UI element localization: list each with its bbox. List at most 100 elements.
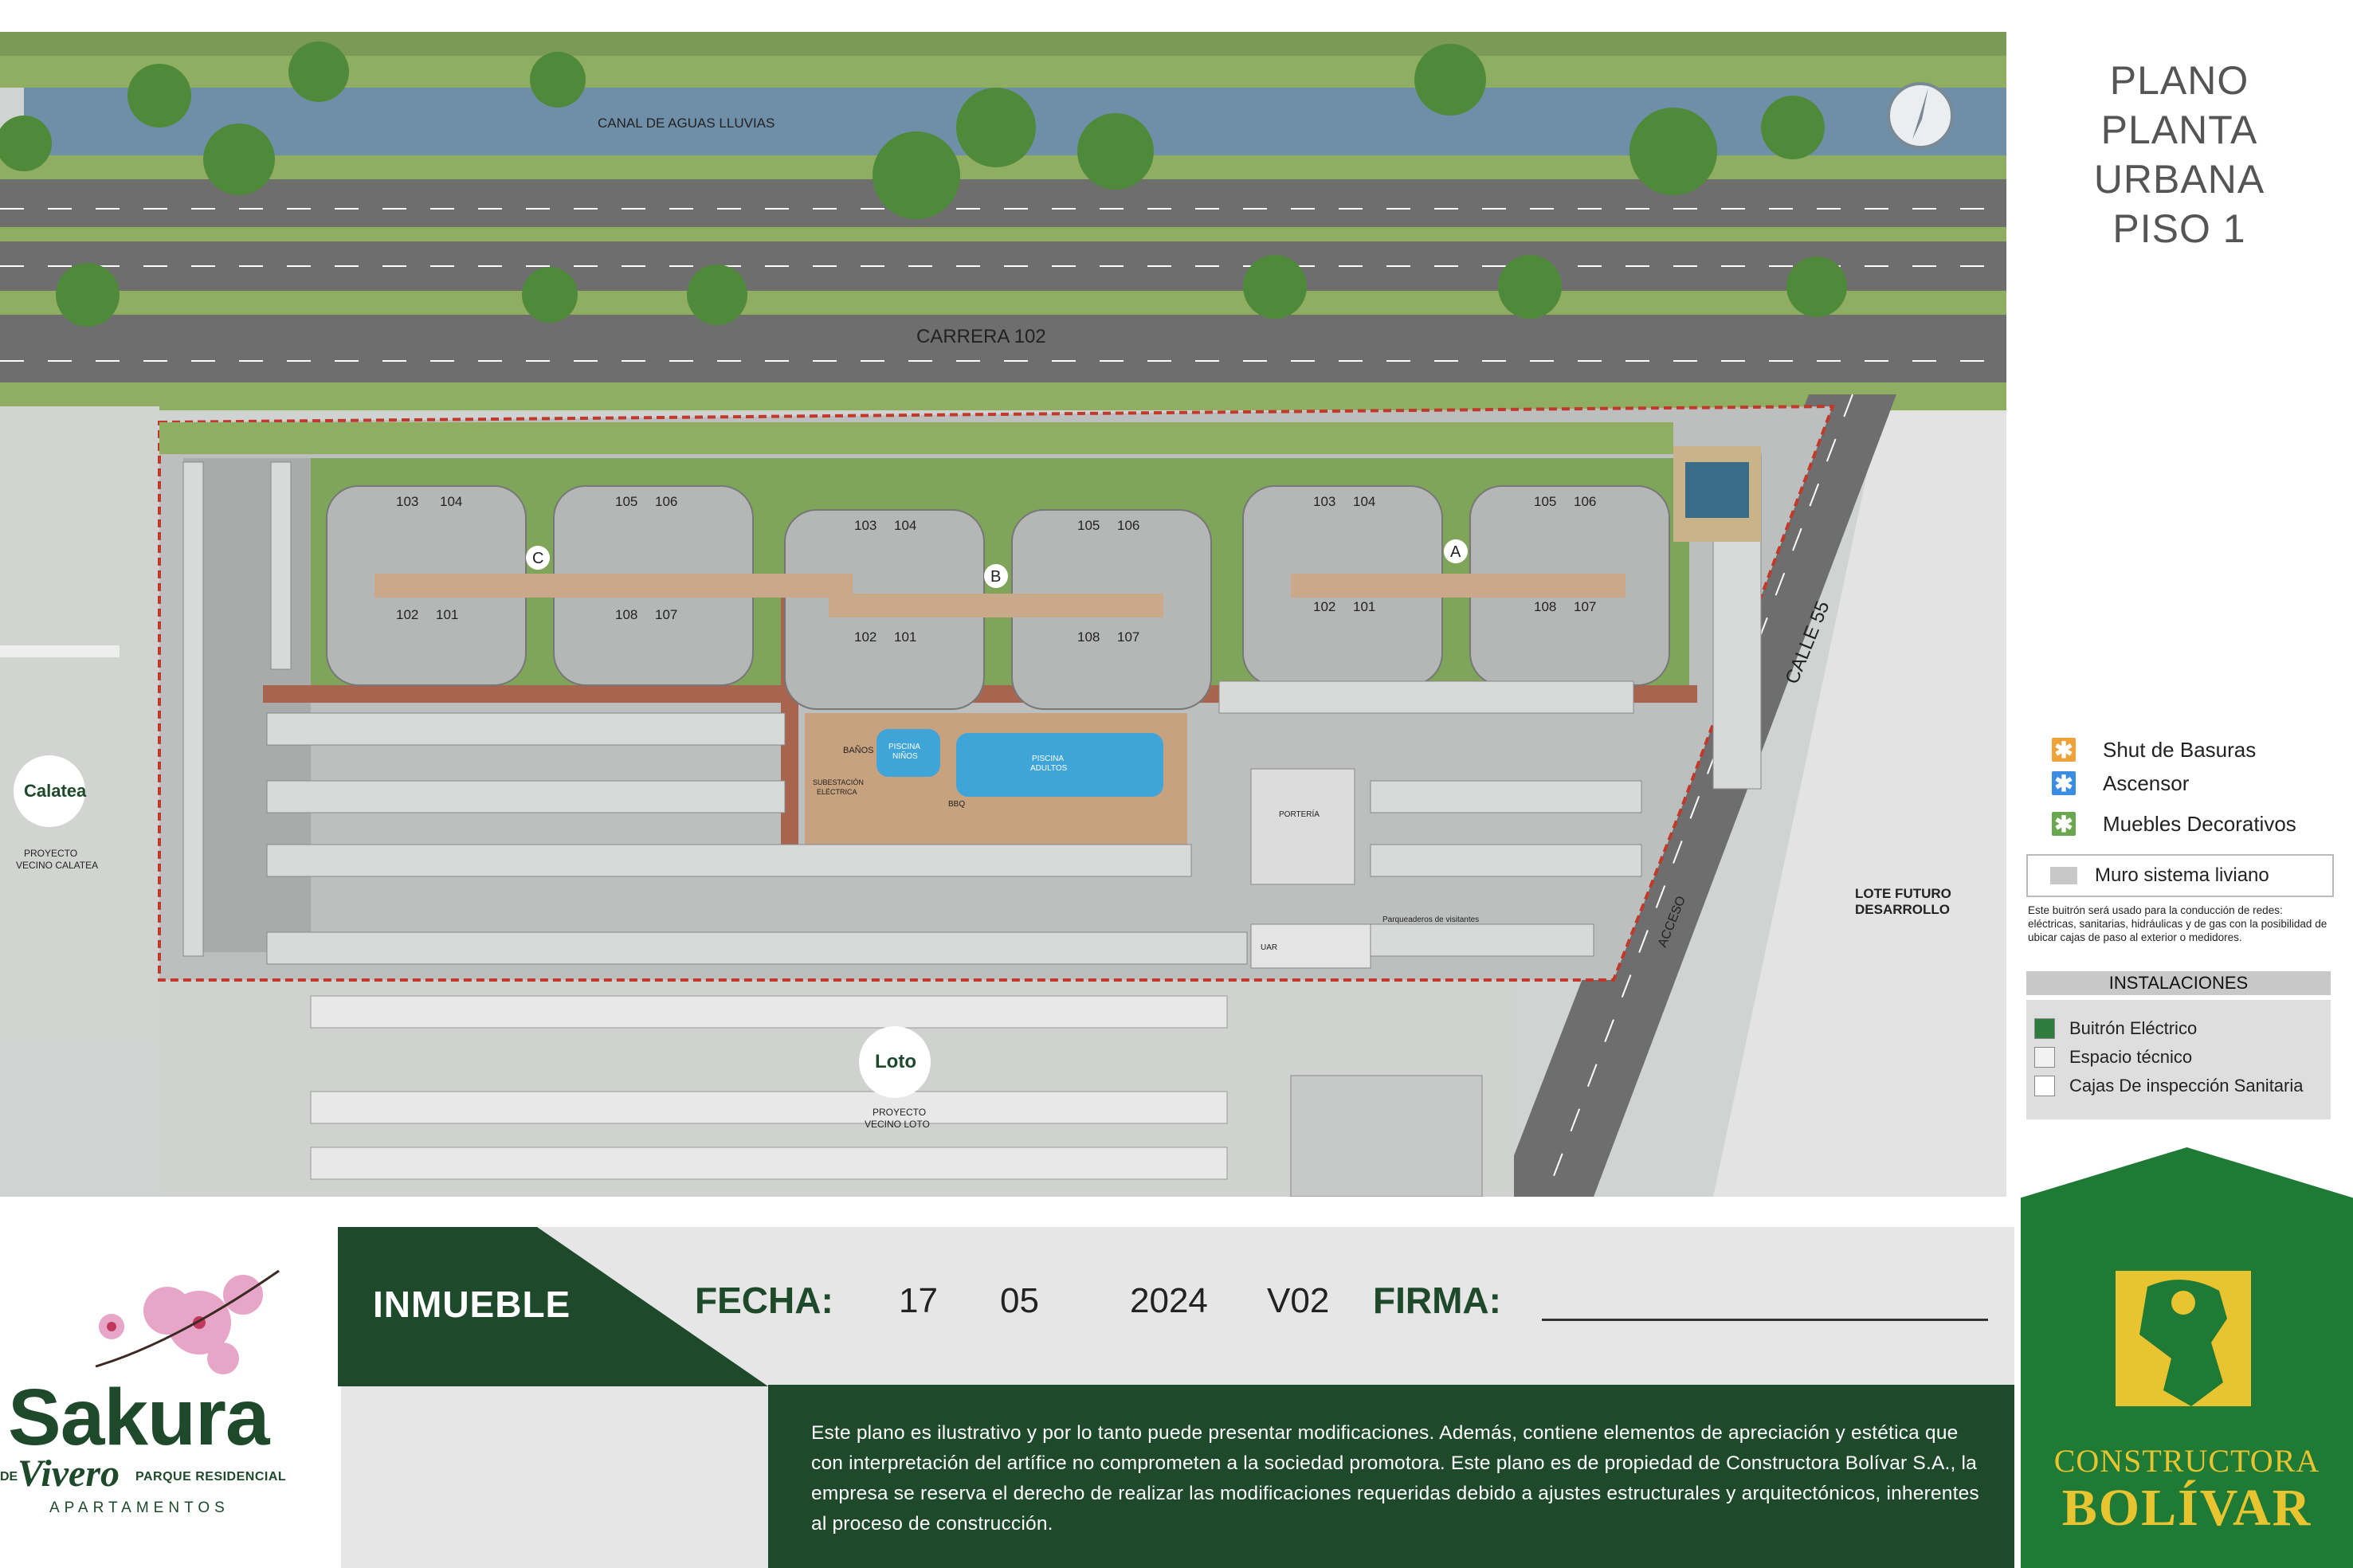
asterisk-icon: ✱: [2052, 738, 2076, 762]
svg-text:108: 108: [1077, 629, 1100, 645]
wall-swatch: [2050, 867, 2077, 884]
version: V02: [1267, 1281, 1330, 1320]
lote-label-2: DESARROLLO: [1855, 902, 1950, 917]
fecha-year[interactable]: 2024: [1130, 1281, 1208, 1320]
plan-title-line2: PLANTA URBANA: [2093, 108, 2265, 202]
pool: [956, 733, 1163, 797]
svg-text:102: 102: [1313, 599, 1335, 614]
cajas-swatch: [2034, 1076, 2055, 1096]
svg-text:Loto: Loto: [875, 1051, 916, 1072]
bolivar-name-line1: CONSTRUCTORA: [2053, 1443, 2320, 1479]
legend-item-ascensor: ✱ Ascensor: [2052, 767, 2189, 799]
svg-text:105: 105: [615, 494, 637, 509]
calle-55-road: [1498, 394, 1896, 1197]
sakura-apartamentos: APARTAMENTOS: [49, 1499, 229, 1516]
svg-text:108: 108: [615, 607, 637, 622]
svg-text:PORTERÍA: PORTERÍA: [1279, 809, 1320, 819]
svg-text:102: 102: [854, 629, 876, 645]
loto-logo: [859, 1026, 931, 1098]
fecha-month[interactable]: 05: [1000, 1281, 1039, 1320]
loto-caption-1: PROYECTO: [873, 1107, 926, 1118]
inmueble-label: INMUEBLE: [373, 1284, 571, 1325]
svg-text:106: 106: [1574, 494, 1596, 509]
svg-text:107: 107: [1574, 599, 1596, 614]
sakura-flowers-icon: [80, 1255, 287, 1394]
espacio-swatch: [2034, 1047, 2055, 1068]
parking-rows: [182, 453, 1762, 965]
calatea-caption-1: PROYECTO: [24, 848, 77, 859]
installation-buitron: Buitrón Eléctrico: [2034, 1015, 2197, 1042]
svg-text:SUBESTACIÓN: SUBESTACIÓN: [813, 778, 864, 786]
legend-item-shut: ✱ Shut de Basuras: [2052, 734, 2256, 766]
svg-text:106: 106: [1117, 518, 1139, 533]
svg-text:105: 105: [1534, 494, 1556, 509]
svg-text:107: 107: [655, 607, 677, 622]
svg-text:PISCINA: PISCINA: [1032, 755, 1064, 763]
trees: [0, 41, 1847, 327]
svg-text:ADULTOS: ADULTOS: [1030, 764, 1068, 773]
firma-label: FIRMA:: [1373, 1280, 1501, 1321]
installations-title: INSTALACIONES: [2026, 971, 2331, 995]
fecha-label: FECHA:: [695, 1280, 833, 1321]
svg-text:106: 106: [655, 494, 677, 509]
installation-espacio: Espacio técnico: [2034, 1044, 2192, 1071]
buitron-swatch: [2034, 1018, 2055, 1039]
plan-title-line3: PISO 1: [2112, 206, 2246, 251]
svg-text:104: 104: [1353, 494, 1375, 509]
bolivar-emblem-icon: [2116, 1271, 2251, 1426]
fecha-day[interactable]: 17: [899, 1281, 938, 1320]
calatea-lot: [0, 406, 159, 1044]
bolivar-name-line2: BOLÍVAR: [2061, 1479, 2312, 1537]
svg-text:103: 103: [1313, 494, 1335, 509]
svg-text:Parqueaderos de visitantes: Parqueaderos de visitantes: [1382, 915, 1479, 924]
svg-text:Calatea: Calatea: [24, 781, 87, 801]
svg-text:NIÑOS: NIÑOS: [892, 751, 918, 761]
sakura-vivero: Vivero: [18, 1452, 120, 1495]
sakura-de: DE: [0, 1470, 18, 1484]
tower-blocks: [326, 485, 1670, 710]
svg-text:BAÑOS: BAÑOS: [843, 745, 874, 755]
carrera-label: CARRERA 102: [916, 326, 1046, 347]
site-plan-map: CANAL DE AGUAS LLUVIAS CARRERA 102 CALLE…: [0, 32, 2006, 1197]
svg-text:104: 104: [440, 494, 462, 509]
svg-text:103: 103: [396, 494, 418, 509]
svg-text:UAR: UAR: [1261, 943, 1277, 952]
svg-text:102: 102: [396, 607, 418, 622]
svg-text:107: 107: [1117, 629, 1139, 645]
svg-text:C: C: [532, 550, 543, 567]
sakura-parque: PARQUE RESIDENCIAL: [135, 1470, 287, 1484]
tower-letters: C B A: [526, 539, 1468, 588]
legend-wall: Muro sistema liviano: [2026, 854, 2334, 897]
lote-label-1: LOTE FUTURO: [1855, 886, 1951, 901]
porteria: [1250, 768, 1355, 885]
svg-text:101: 101: [436, 607, 458, 622]
svg-text:105: 105: [1077, 518, 1100, 533]
svg-text:101: 101: [1353, 599, 1375, 614]
notice-text: Este plano es ilustrativo y por lo tanto…: [811, 1422, 1979, 1535]
calatea-caption-2: VECINO CALATEA: [16, 860, 98, 871]
footer-left-panel: [341, 1386, 768, 1568]
wall-note: Este buitrón será usado para la conducci…: [2028, 904, 2328, 943]
canal-label: CANAL DE AGUAS LLUVIAS: [598, 116, 775, 131]
svg-text:104: 104: [894, 518, 916, 533]
sakura-wordmark: Sakura: [8, 1373, 270, 1462]
svg-text:B: B: [990, 568, 1001, 586]
calatea-logo: [14, 755, 85, 827]
svg-text:ELÉCTRICA: ELÉCTRICA: [817, 788, 857, 796]
svg-text:101: 101: [894, 629, 916, 645]
installation-cajas: Cajas De inspección Sanitaria: [2034, 1072, 2304, 1100]
svg-text:PISCINA: PISCINA: [888, 743, 920, 751]
asterisk-icon: ✱: [2052, 812, 2076, 837]
plan-title-line1: PLANO: [2109, 58, 2249, 103]
legend-item-muebles: ✱ Muebles Decorativos: [2052, 808, 2296, 840]
svg-text:A: A: [1450, 543, 1461, 561]
svg-text:108: 108: [1534, 599, 1556, 614]
svg-text:103: 103: [854, 518, 876, 533]
plan-title: PLANO PLANTA URBANA PISO 1: [2016, 56, 2343, 253]
site-plan-svg: CANAL DE AGUAS LLUVIAS CARRERA 102 CALLE…: [0, 32, 2006, 1197]
tower-unit-labels: 103 104 105 106 102 101 108 107 103 104 …: [396, 494, 1596, 645]
loto-caption-2: VECINO LOTO: [865, 1119, 930, 1130]
tower-corridors: [375, 574, 1626, 617]
asterisk-icon: ✱: [2052, 771, 2076, 796]
firma-line[interactable]: [1542, 1319, 1988, 1321]
